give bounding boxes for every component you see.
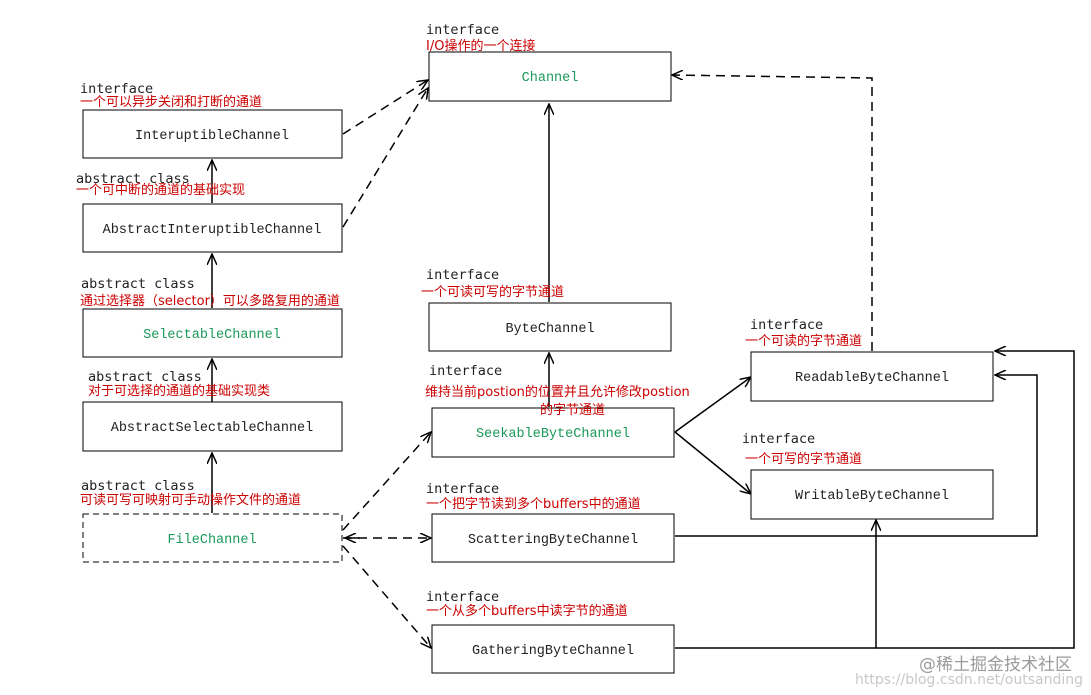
gathering-desc: 一个从多个buffers中读字节的通道	[426, 603, 628, 619]
kind-labels: interface interface abstract class abstr…	[76, 22, 823, 605]
edge-abstractinterruptible-to-channel	[342, 88, 428, 228]
seekable-desc-line2: 的字节通道	[540, 402, 605, 418]
byte-desc: 一个可读可写的字节通道	[421, 284, 564, 300]
abstract-selectable-kind: abstract class	[88, 369, 202, 385]
box-channel: Channel	[428, 51, 672, 102]
descriptions: I/O操作的一个连接 一个可以异步关闭和打断的通道 一个可中断的通道的基础实现 …	[76, 38, 862, 619]
box-selectable-channel: SelectableChannel	[82, 308, 343, 358]
channel-desc: I/O操作的一个连接	[426, 38, 535, 54]
box-scattering-byte-channel: ScatteringByteChannel	[431, 513, 675, 563]
edge-gathering-to-writable	[675, 520, 876, 649]
connectors	[212, 75, 1075, 649]
abstract-interruptible-kind: abstract class	[76, 171, 190, 187]
file-desc: 可读可写可映射可手动操作文件的通道	[80, 492, 301, 508]
byte-kind: interface	[426, 267, 499, 283]
gathering-kind: interface	[426, 589, 499, 605]
box-byte-channel: ByteChannel	[428, 302, 672, 352]
seekable-desc-line1: 维持当前postion的位置并且允许修改postion	[425, 384, 690, 400]
box-writable-byte-channel: WritableByteChannel	[750, 469, 994, 520]
writable-kind: interface	[742, 431, 815, 447]
interruptible-channel-name: InteruptibleChannel	[135, 129, 289, 144]
readable-byte-channel-name: ReadableByteChannel	[795, 371, 949, 386]
file-kind: abstract class	[81, 478, 195, 494]
file-channel-name: FileChannel	[167, 533, 256, 548]
edge-gathering-to-readable-outer	[876, 351, 1075, 649]
edge-seekable-to-writable	[674, 431, 751, 494]
writable-desc: 一个可写的字节通道	[745, 451, 862, 467]
abstract-interruptible-channel-name: AbstractInteruptibleChannel	[103, 223, 322, 238]
seekable-byte-channel-name: SeekableByteChannel	[476, 427, 630, 442]
interruptible-desc: 一个可以异步关闭和打断的通道	[80, 94, 262, 110]
byte-channel-name: ByteChannel	[505, 322, 594, 337]
box-abstract-selectable-channel: AbstractSelectableChannel	[82, 401, 343, 452]
selectable-kind: abstract class	[81, 276, 195, 292]
scattering-byte-channel-name: ScatteringByteChannel	[468, 533, 638, 548]
selectable-desc: 通过选择器（selector）可以多路复用的通道	[80, 293, 340, 309]
readable-kind: interface	[750, 317, 823, 333]
gathering-byte-channel-name: GatheringByteChannel	[472, 644, 634, 659]
writable-byte-channel-name: WritableByteChannel	[795, 489, 949, 504]
box-file-channel: FileChannel	[82, 513, 343, 563]
readable-desc: 一个可读的字节通道	[745, 333, 862, 349]
edge-scattering-to-readable	[675, 375, 1038, 537]
box-abstract-interruptible-channel: AbstractInteruptibleChannel	[82, 203, 343, 253]
edge-seekable-to-readable	[674, 377, 751, 433]
box-interruptible-channel: InteruptibleChannel	[82, 109, 343, 159]
box-gathering-byte-channel: GatheringByteChannel	[431, 624, 675, 674]
edge-readable-to-channel	[672, 75, 873, 351]
edge-interruptible-to-channel	[342, 80, 428, 135]
watermark-site: @稀土掘金技术社区	[919, 655, 1072, 675]
box-seekable-byte-channel: SeekableByteChannel	[431, 407, 675, 458]
box-readable-byte-channel: ReadableByteChannel	[750, 351, 994, 402]
scattering-desc: 一个把字节读到多个buffers中的通道	[426, 496, 641, 512]
scattering-kind: interface	[426, 481, 499, 497]
abstract-interruptible-desc: 一个可中断的通道的基础实现	[76, 182, 245, 198]
abstract-selectable-desc: 对于可选择的通道的基础实现类	[88, 383, 270, 399]
channel-kind: interface	[426, 22, 499, 38]
edge-file-to-seekable	[342, 432, 431, 531]
seekable-kind: interface	[429, 363, 502, 379]
interruptible-kind: interface	[80, 81, 153, 97]
abstract-selectable-channel-name: AbstractSelectableChannel	[111, 421, 314, 436]
edge-file-to-gathering	[342, 545, 431, 648]
selectable-channel-name: SelectableChannel	[143, 328, 281, 343]
channel-name: Channel	[522, 71, 579, 86]
watermark-url: https://blog.csdn.net/outsanding	[855, 672, 1083, 688]
